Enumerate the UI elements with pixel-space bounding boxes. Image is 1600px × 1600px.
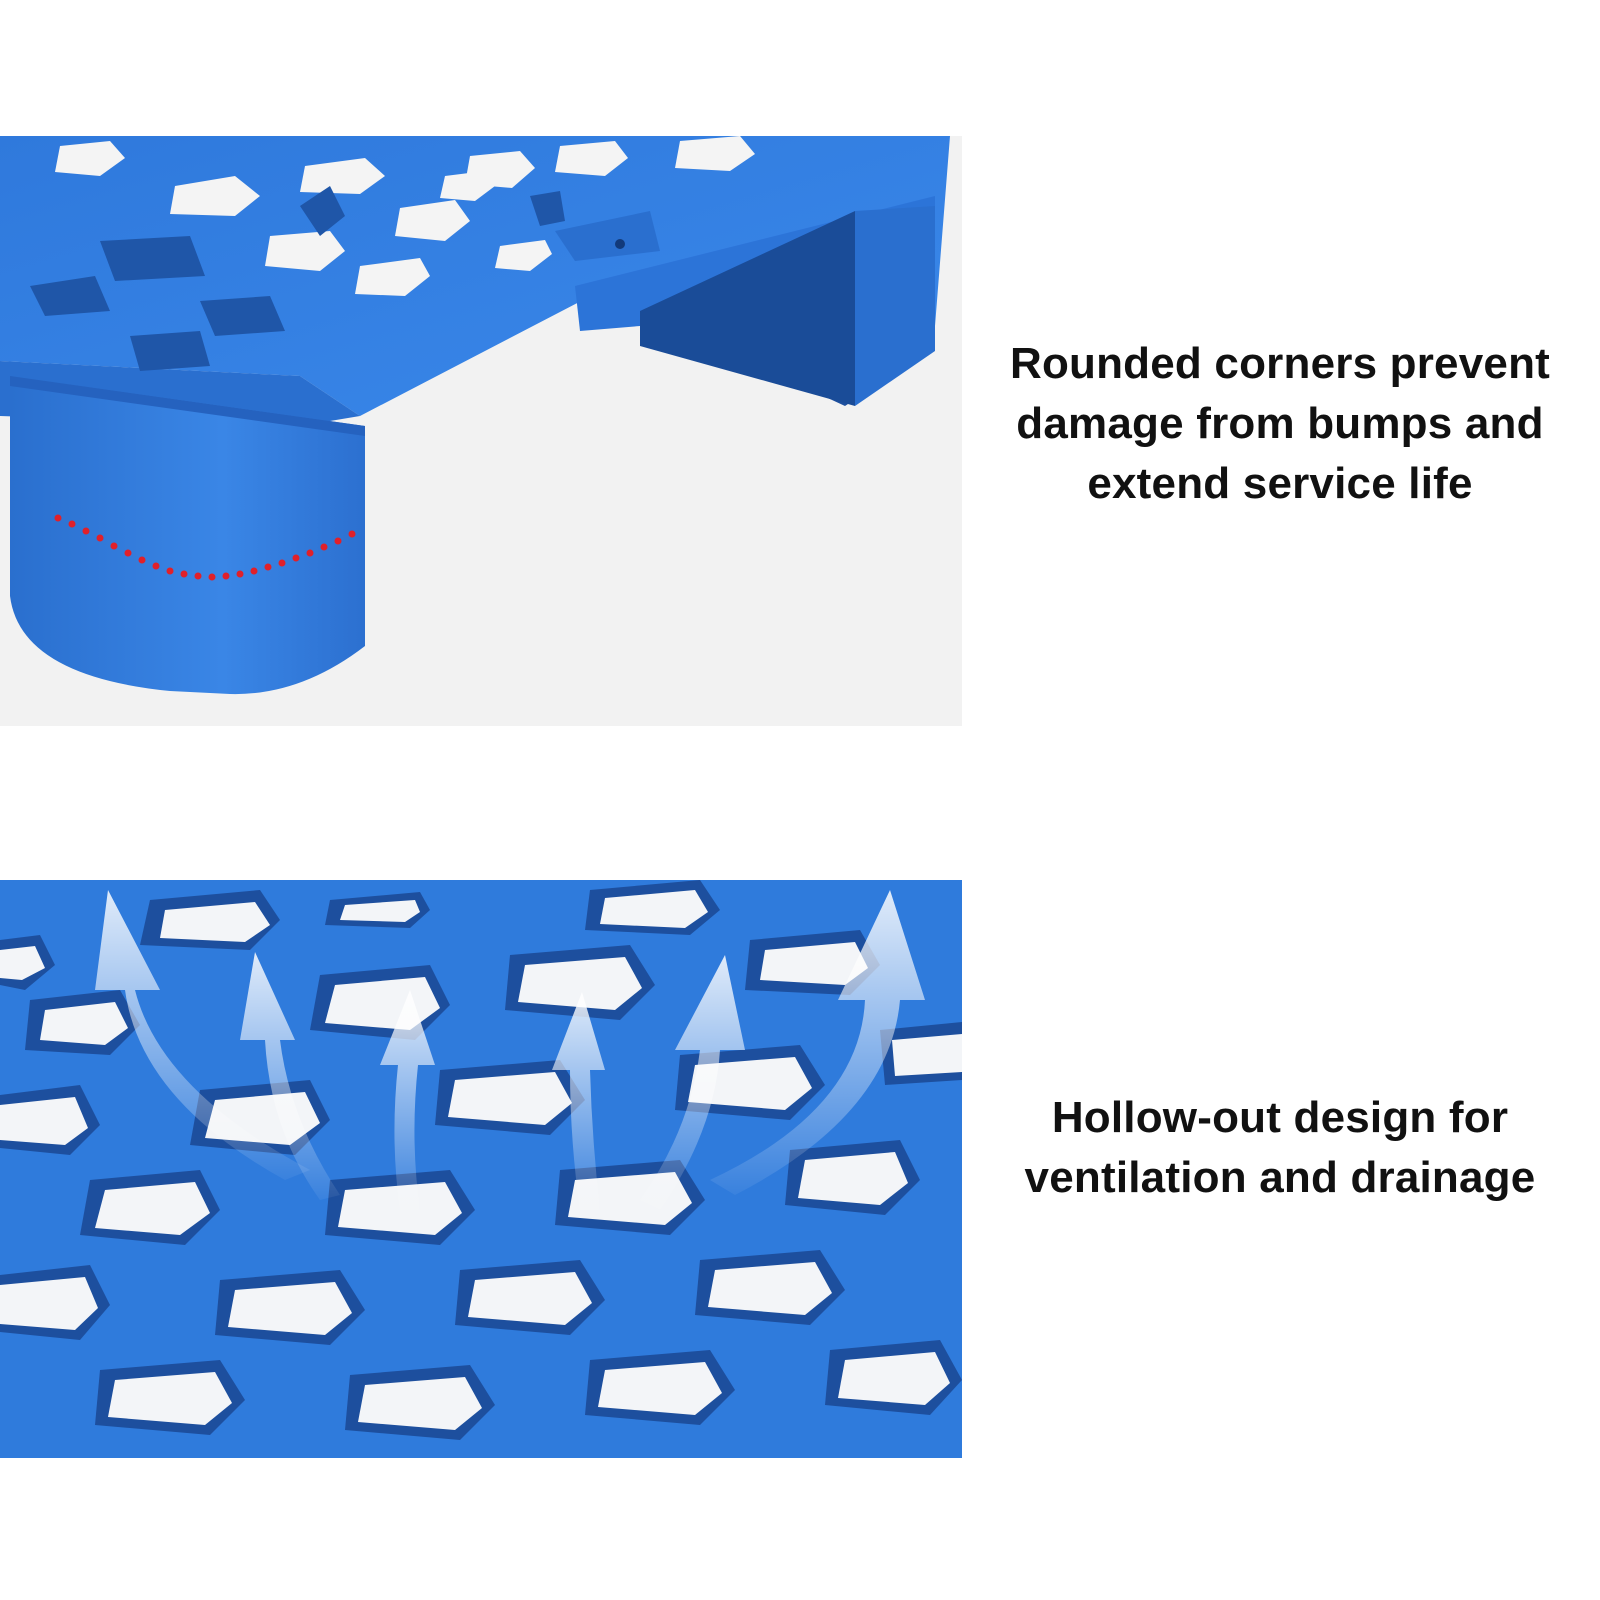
rounded-corners-caption: Rounded corners prevent damage from bump… <box>980 334 1580 514</box>
hollow-deck-photo <box>0 880 962 1458</box>
caption-line: Rounded corners prevent <box>1009 339 1551 388</box>
caption-line: ventilation and drainage <box>1024 1153 1536 1202</box>
hollow-out-caption: Hollow-out design for ventilation and dr… <box>980 1088 1580 1208</box>
pallet-corner-illustration <box>0 136 962 726</box>
airflow-arrows-icon <box>95 890 925 1210</box>
hollow-deck-illustration <box>0 880 962 1458</box>
caption-line: damage from bumps and <box>1016 399 1544 448</box>
pallet-corner-photo <box>0 136 962 726</box>
caption-line: Hollow-out design for <box>1051 1093 1509 1142</box>
caption-line: extend service life <box>1087 459 1473 508</box>
rounded-corner-dotted-line <box>54 514 356 581</box>
